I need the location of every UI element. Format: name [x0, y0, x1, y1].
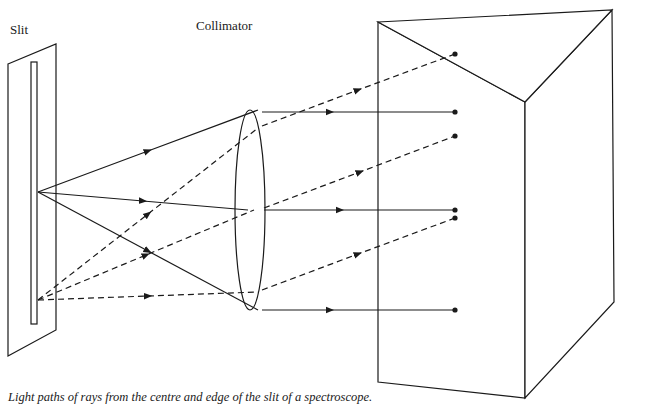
collimator-lens — [235, 110, 265, 310]
figure-caption: Light paths of rays from the centre and … — [8, 390, 372, 405]
ray-centre — [38, 192, 258, 310]
ray-edge — [38, 292, 258, 300]
prism-top-face — [378, 10, 612, 102]
ray-centre-parallel — [264, 209, 455, 210]
ray-edge-parallel — [262, 218, 455, 290]
ray-centre — [38, 192, 248, 210]
slit-label: Slit — [10, 22, 28, 38]
ray-edge-parallel — [264, 136, 455, 208]
collimator-label: Collimator — [196, 18, 252, 34]
slit-opening — [31, 62, 37, 324]
ray-centre — [38, 110, 258, 192]
ray-edge — [38, 210, 254, 300]
ray-centre-parallel — [262, 111, 455, 112]
ray-centre-parallel — [262, 309, 455, 310]
slit-plate — [8, 44, 56, 356]
ray-edge-parallel — [262, 54, 455, 126]
ray-end-dots — [452, 51, 457, 312]
ray-edge — [38, 128, 258, 300]
